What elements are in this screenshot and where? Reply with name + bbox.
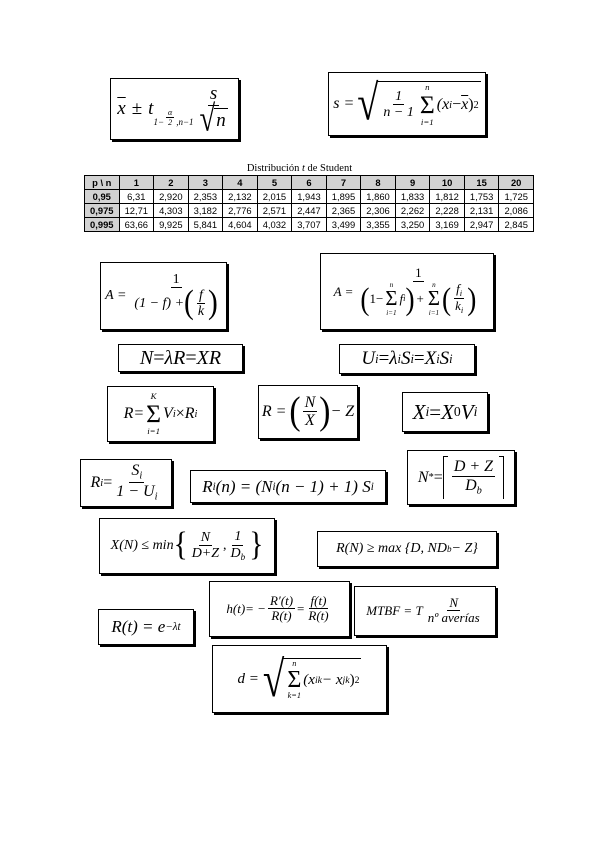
table-cell: 2,132 [222, 189, 258, 204]
table-cell: 2,306 [360, 203, 396, 218]
table-cell: 9,925 [153, 217, 189, 232]
table-cell: 4,032 [256, 217, 293, 232]
table-header-cell: 6 [291, 175, 327, 190]
formula-hazard-rate: h(t)= − R′(t)R(t) = f(t)R(t) [209, 581, 350, 637]
table-header-cell: 1 [118, 175, 155, 190]
table-header-cell: 5 [256, 175, 293, 190]
table-cell: 3,499 [325, 217, 362, 232]
table-cell: 3,707 [291, 217, 327, 232]
table-caption: Distribución t de Student [246, 163, 353, 174]
table-cell: 2,571 [256, 203, 293, 218]
table-cell: 2,447 [291, 203, 327, 218]
table-cell: 1,812 [429, 189, 465, 204]
table-cell: 2,228 [429, 203, 465, 218]
table-header-cell: 20 [498, 175, 534, 190]
table-cell: 5,841 [187, 217, 224, 232]
formula-reliability: R(t) = e−λt [98, 609, 194, 645]
table-cell: 1,725 [498, 189, 534, 204]
table-cell: 2,365 [325, 203, 362, 218]
table-cell: 2,131 [463, 203, 500, 218]
table-header-cell: p \ n [84, 175, 120, 190]
table-cell: 2,353 [187, 189, 224, 204]
table-row-label: 0,995 [84, 217, 120, 232]
table-cell: 1,943 [291, 189, 327, 204]
table-cell: 3,182 [187, 203, 224, 218]
table-header-cell: 15 [463, 175, 500, 190]
table-cell: 2,086 [498, 203, 534, 218]
table-cell: 2,262 [394, 203, 431, 218]
table-cell: 3,169 [429, 217, 465, 232]
table-cell: 2,015 [256, 189, 293, 204]
table-cell: 3,250 [394, 217, 431, 232]
table-header-cell: 9 [394, 175, 431, 190]
table-cell: 2,776 [222, 203, 258, 218]
table-row-label: 0,95 [84, 189, 120, 204]
table-cell: 1,860 [360, 189, 396, 204]
table-cell: 12,71 [118, 203, 155, 218]
table-header-cell: 4 [222, 175, 258, 190]
table-cell: 4,604 [222, 217, 258, 232]
table-header-cell: 2 [153, 175, 189, 190]
table-cell: 63,66 [118, 217, 155, 232]
table-cell: 1,753 [463, 189, 500, 204]
table-header-cell: 8 [360, 175, 396, 190]
table-cell: 4,303 [153, 203, 189, 218]
table-cell: 2,920 [153, 189, 189, 204]
table-cell: 6,31 [118, 189, 155, 204]
table-cell: 2,845 [498, 217, 534, 232]
table-header-cell: 7 [325, 175, 362, 190]
table-cell: 1,895 [325, 189, 362, 204]
table-row-label: 0,975 [84, 203, 120, 218]
table-header-cell: 10 [429, 175, 465, 190]
table-cell: 2,947 [463, 217, 500, 232]
table-cell: 3,355 [360, 217, 396, 232]
table-header-cell: 3 [187, 175, 224, 190]
table-cell: 1,833 [394, 189, 431, 204]
